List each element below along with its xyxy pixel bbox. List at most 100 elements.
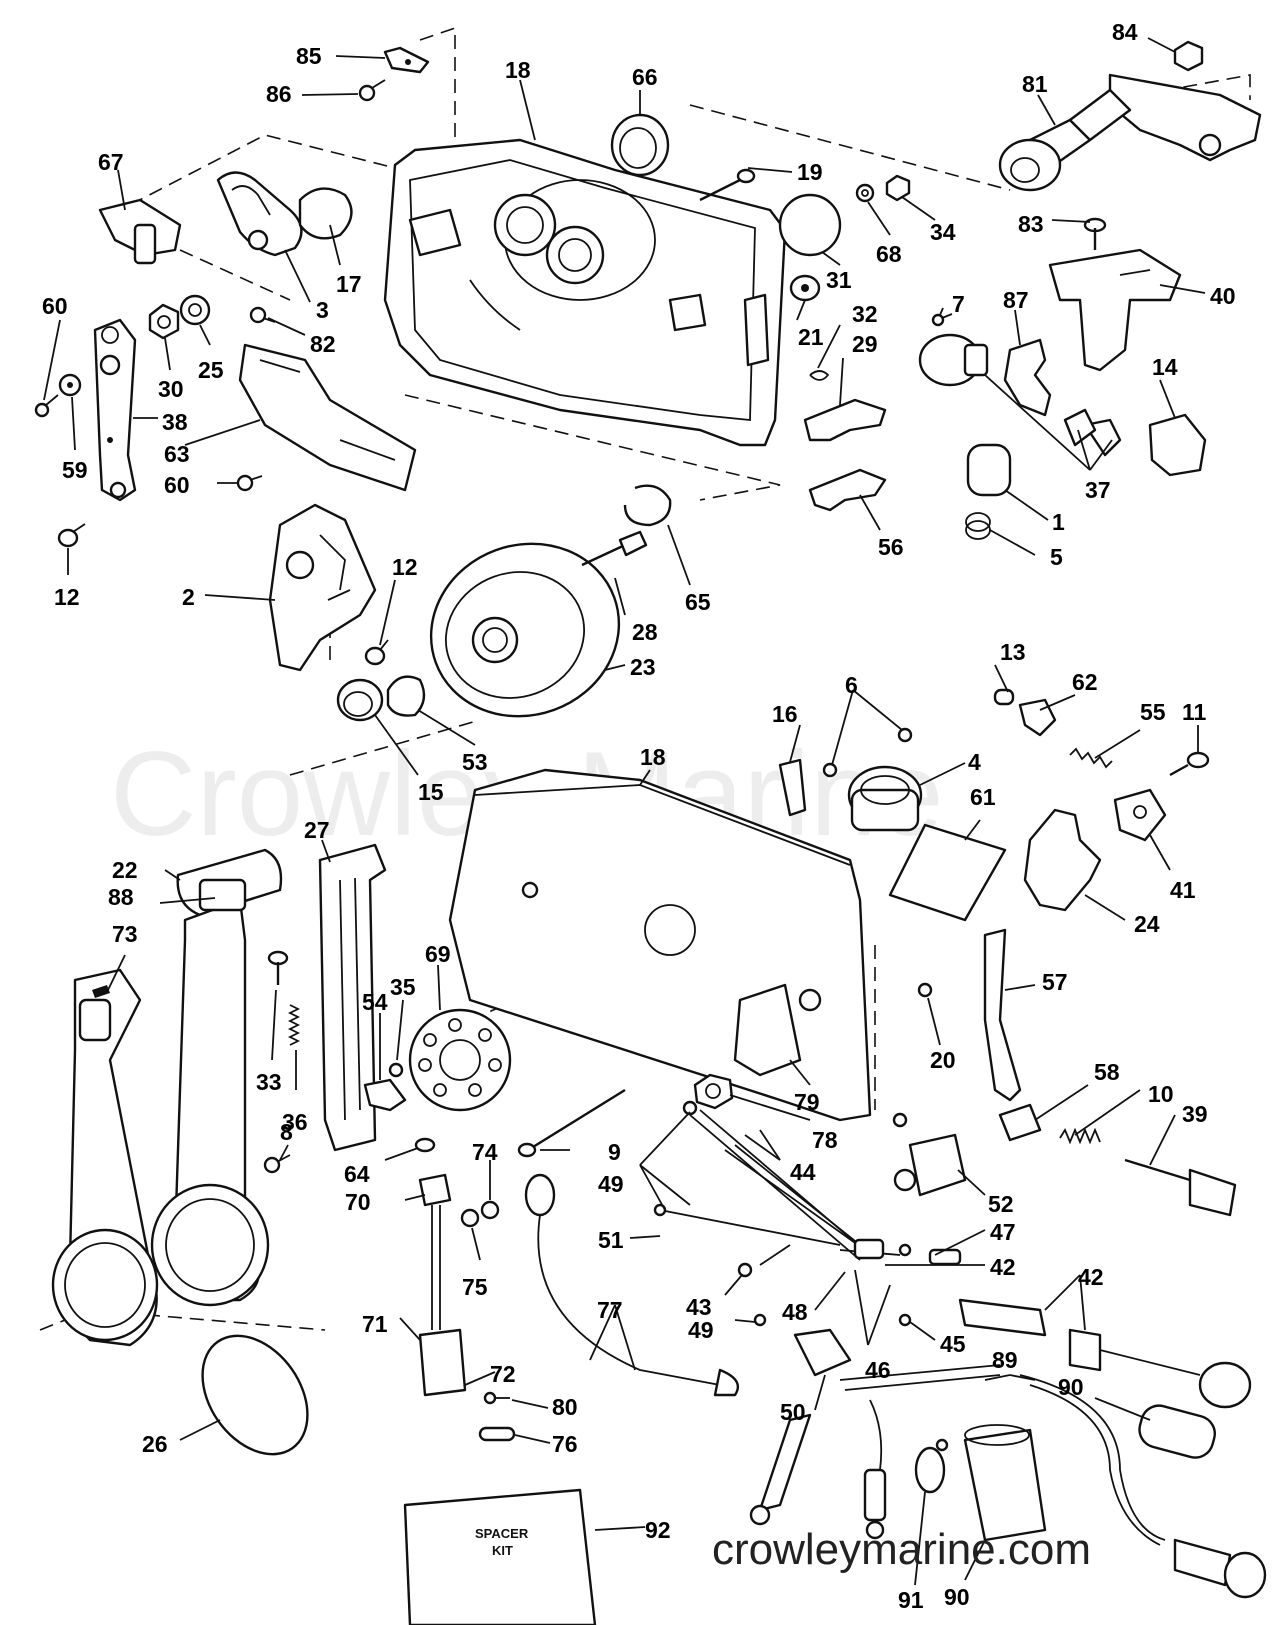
screw-11-icon: [1169, 751, 1210, 777]
washer-68: [855, 183, 875, 203]
terminal-left: [749, 1413, 812, 1526]
callout-71: 71: [362, 1311, 388, 1337]
plate-24: [1023, 808, 1102, 912]
sleeve-90-center: [963, 1424, 1047, 1542]
part-62: [1018, 698, 1057, 737]
handle-88: [150, 878, 270, 1307]
bolt-9: [517, 1088, 626, 1158]
callout-89: 89: [992, 1347, 1018, 1373]
callout-7: 7: [952, 291, 965, 317]
control-housing-18: [383, 138, 787, 447]
callout-87: 87: [1003, 287, 1029, 313]
wiring-harness: [653, 1100, 962, 1327]
callout-74: 74: [472, 1139, 498, 1165]
clip-76: [478, 1426, 516, 1442]
callout-16: 16: [772, 701, 798, 727]
callout-60-top: 60: [42, 293, 68, 319]
connector-42: [958, 1298, 1252, 1409]
callout-12-left: 12: [54, 584, 80, 610]
disc-31: [778, 193, 842, 257]
nut-74: [480, 1200, 500, 1220]
callout-44: 44: [790, 1159, 816, 1185]
callout-35: 35: [390, 974, 416, 1000]
lever-81: [998, 73, 1262, 192]
spacer-kit-line2: KIT: [492, 1543, 513, 1558]
screw-83-icon: [1083, 217, 1107, 250]
washer-75: [460, 1208, 480, 1228]
callout-19: 19: [797, 159, 823, 185]
bracket-57: [983, 928, 1022, 1102]
screw-86-icon: [358, 79, 386, 102]
callout-39: 39: [1182, 1101, 1208, 1127]
callout-11: 11: [1182, 699, 1207, 725]
callout-82: 82: [310, 331, 336, 357]
callout-18-bottom: 18: [640, 744, 666, 770]
nut-78: [693, 1073, 734, 1110]
screw-19-icon: [699, 168, 756, 202]
callout-24: 24: [1134, 911, 1160, 937]
block-58: [998, 1103, 1042, 1142]
callout-70: 70: [345, 1189, 371, 1215]
callout-90-center: 90: [944, 1584, 970, 1610]
callout-66: 66: [632, 64, 658, 90]
callout-50: 50: [780, 1399, 806, 1425]
cap-1: [966, 443, 1012, 497]
washer-59: [58, 373, 82, 397]
cam-plate-3: [216, 171, 303, 257]
callout-27: 27: [304, 817, 330, 843]
decal-61: [888, 823, 1007, 922]
spacer-kit-line1: SPACER: [475, 1526, 529, 1541]
washer-21: [789, 274, 821, 302]
callout-58: 58: [1094, 1059, 1120, 1085]
screw-8-icon: [263, 1154, 291, 1174]
ring-66: [610, 113, 670, 177]
callout-26: 26: [142, 1431, 168, 1457]
callout-20: 20: [930, 1047, 956, 1073]
callout-14: 14: [1152, 354, 1178, 380]
callout-57: 57: [1042, 969, 1068, 995]
callout-42-mid: 42: [990, 1254, 1016, 1280]
callout-29: 29: [852, 331, 878, 357]
callout-49-upper: 49: [598, 1171, 624, 1197]
nut-30: [148, 303, 180, 340]
callout-34: 34: [930, 219, 956, 245]
callout-67: 67: [98, 149, 124, 175]
end-fitting-right: [1173, 1538, 1267, 1599]
callout-12-right: 12: [392, 554, 418, 580]
switch-52: [892, 1112, 967, 1197]
lens-26: [201, 1334, 309, 1456]
screw-82-icon: [249, 306, 276, 324]
callout-25: 25: [198, 357, 224, 383]
callout-28: 28: [632, 619, 658, 645]
clip-53: [386, 675, 426, 717]
bracket-40: [1048, 248, 1182, 372]
screw-64-icon: [414, 1137, 436, 1153]
spacer-kit-box: SPACER KIT: [403, 1488, 597, 1625]
screw-6-icon: [822, 727, 913, 778]
part-67: [98, 198, 182, 265]
callout-40: 40: [1210, 283, 1236, 309]
callout-83: 83: [1018, 211, 1044, 237]
callout-72: 72: [490, 1361, 516, 1387]
leader-lines: [43, 37, 1206, 1586]
connector-50: [793, 1328, 852, 1377]
callout-45: 45: [940, 1331, 966, 1357]
callout-17: 17: [336, 271, 362, 297]
rail-27: [318, 843, 387, 1152]
callout-30: 30: [158, 376, 184, 402]
callout-labels: 85 86 18 66 84 81 67 19 31 68 34 83 40 1…: [42, 19, 1236, 1613]
screw-60-mid-icon: [236, 474, 263, 492]
screw-80-icon: [483, 1391, 510, 1405]
cable-77: [524, 1173, 740, 1397]
callout-69: 69: [425, 941, 451, 967]
callout-49-lower: 49: [688, 1317, 714, 1343]
callout-53: 53: [462, 749, 488, 775]
callout-6: 6: [845, 672, 858, 698]
callout-13: 13: [1000, 639, 1026, 665]
ring-15: [336, 678, 384, 722]
bracket-16: [778, 758, 807, 817]
decal-63: [238, 343, 417, 492]
callout-65: 65: [685, 589, 711, 615]
